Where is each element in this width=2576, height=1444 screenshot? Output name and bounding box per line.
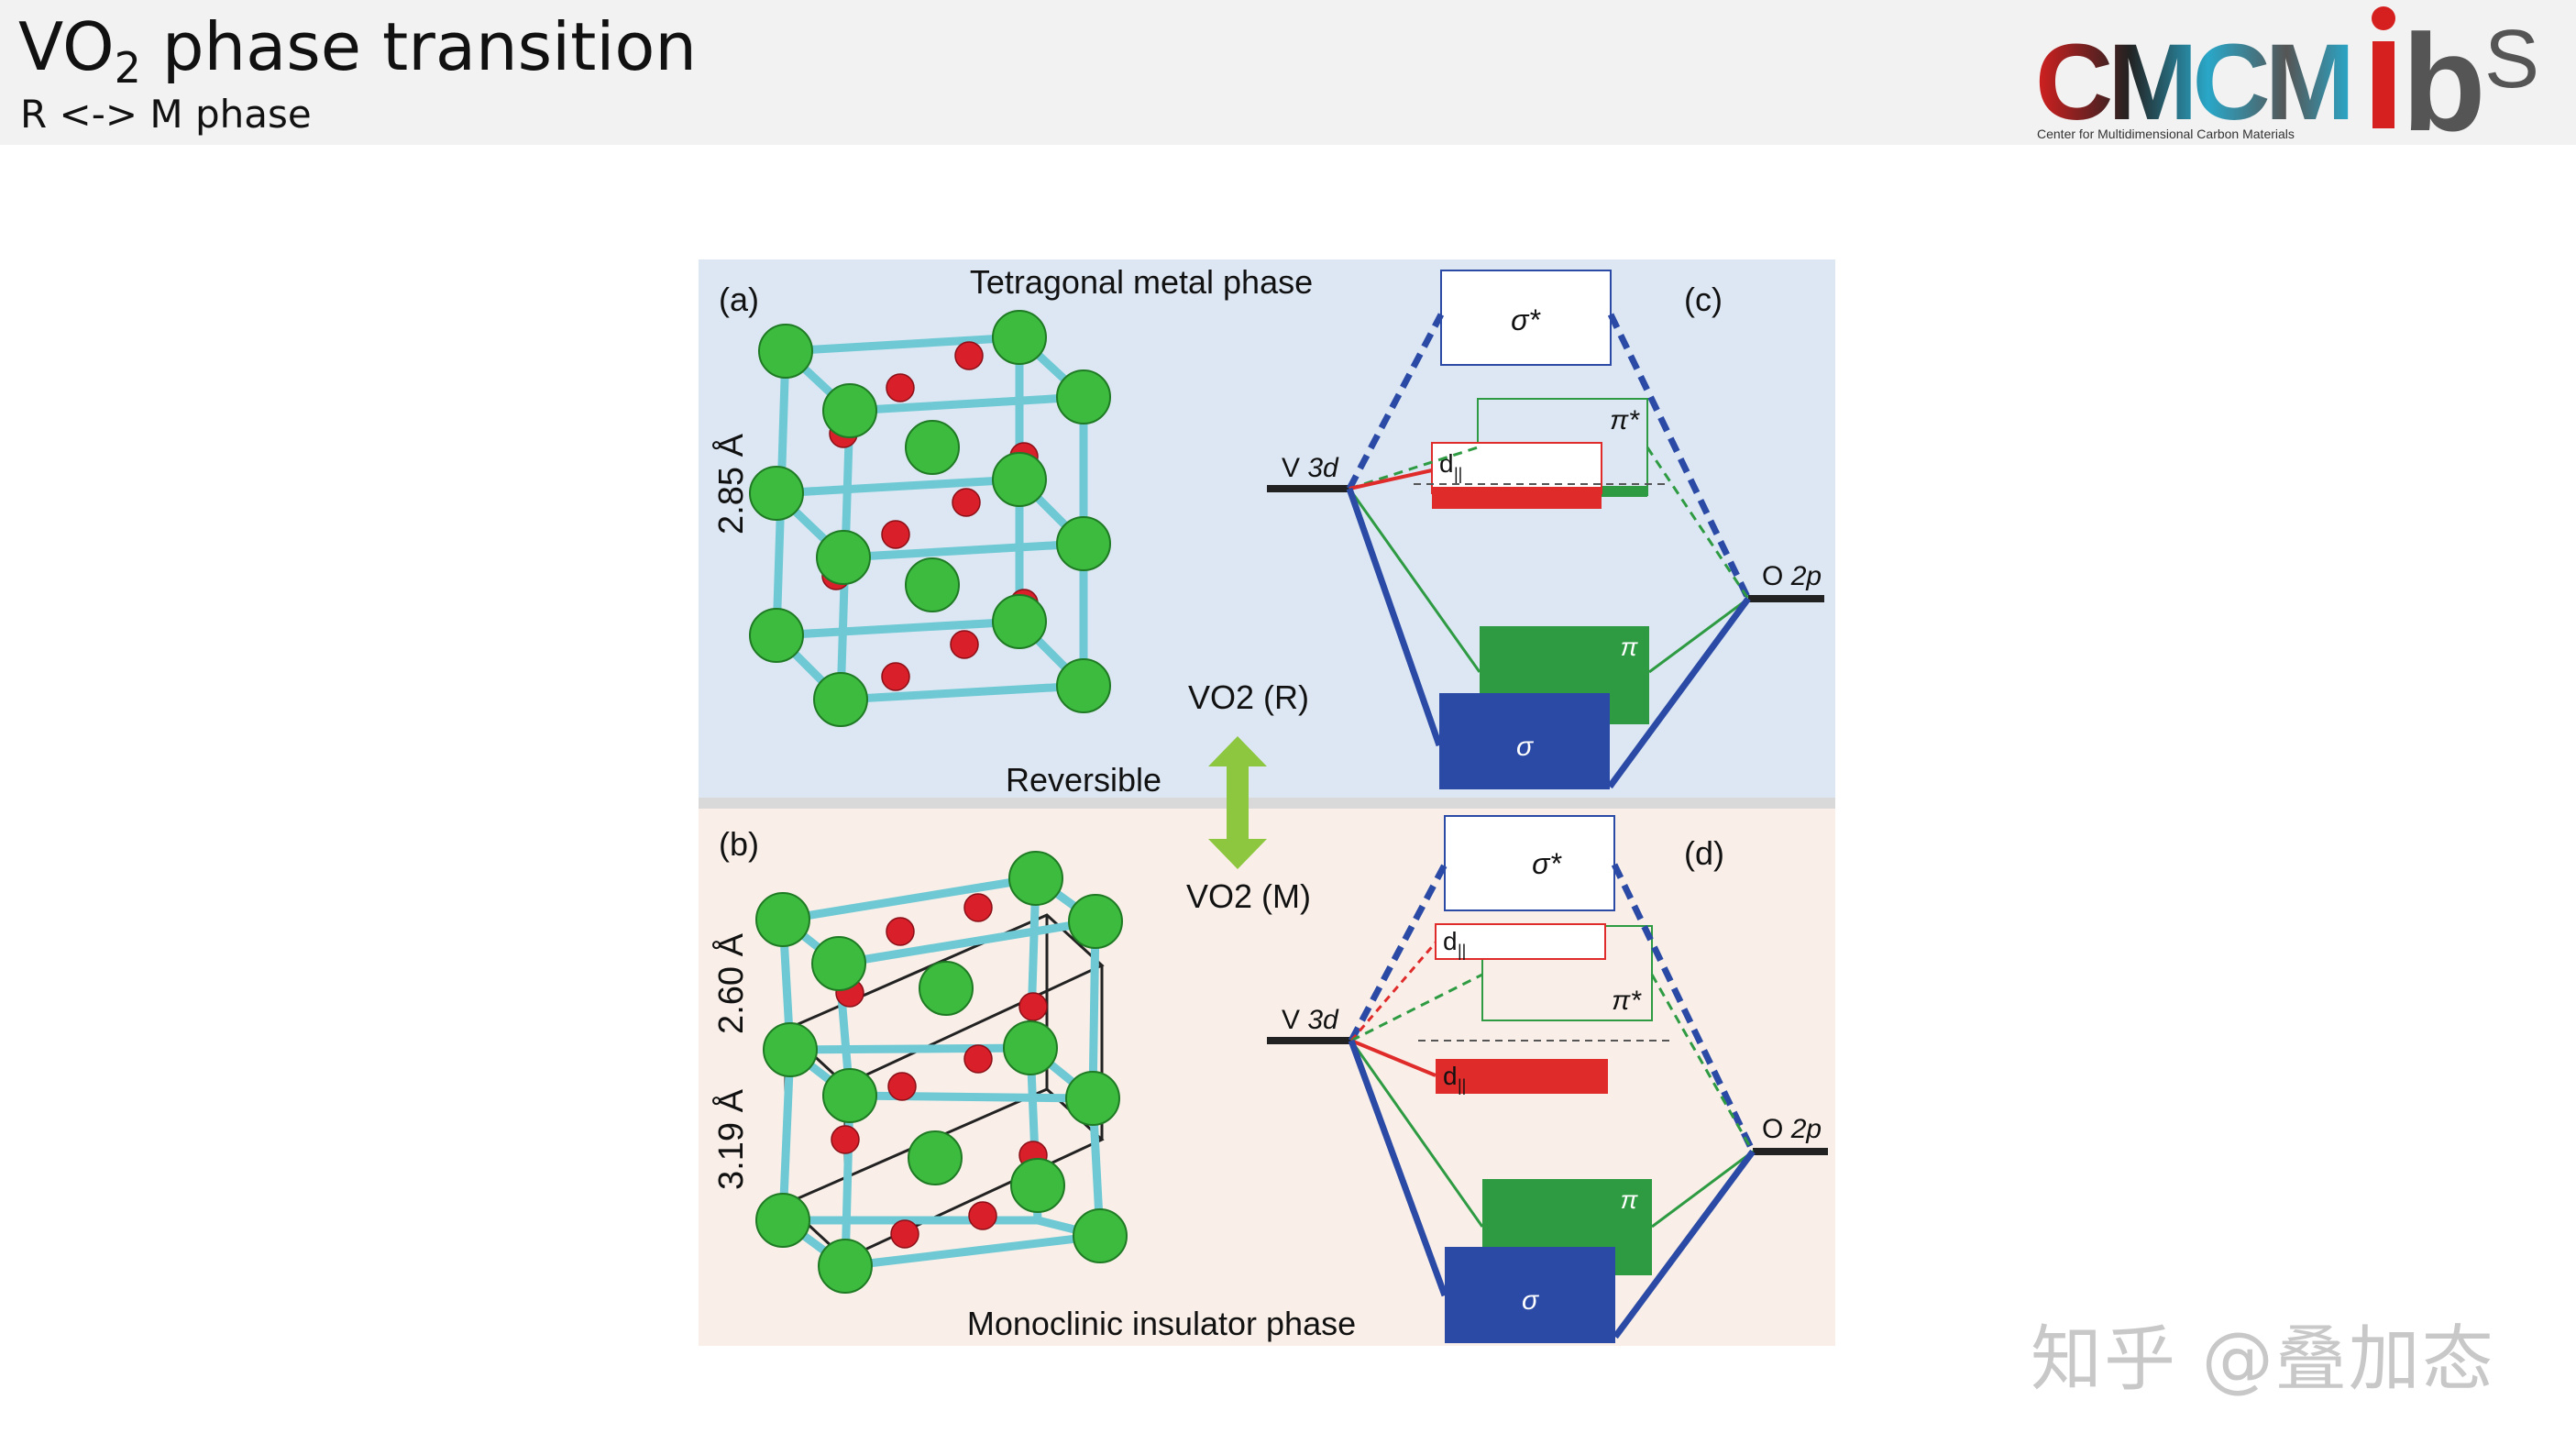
reversible-arrow <box>1208 736 1267 869</box>
distance-2-85-label: 2.85 Å <box>710 433 751 535</box>
pi-label-d: π <box>1621 1185 1639 1214</box>
band-diagram-insulator: σ* π* d || d || π σ V 3d O 2p <box>1267 815 1828 1343</box>
ibs-logo-b: b <box>2402 6 2486 145</box>
pi-star-label-c: π* <box>1610 405 1640 435</box>
ibs-logo-dot <box>2372 6 2395 30</box>
top-panel-background <box>699 259 1835 800</box>
o2p-label-d: O 2p <box>1762 1114 1822 1144</box>
cmcm-logo-caption: Center for Multidimensional Carbon Mater… <box>2037 127 2295 141</box>
sigma-star-band-d <box>1444 815 1615 911</box>
d-parallel-upper-band-d <box>1435 923 1606 960</box>
band-diagram-metal: σ* π* d || π σ V 3d O 2p <box>1267 270 1824 789</box>
vo2-figure: Tetragonal metal phase (a) (c) <box>699 259 1835 1346</box>
ibs-logo-i <box>2372 41 2394 128</box>
rutile-atoms <box>749 310 1111 727</box>
v3d-label-d: V 3d <box>1282 1005 1339 1035</box>
sigma-label-d: σ <box>1522 1285 1540 1316</box>
panel-a-label: (a) <box>719 281 759 318</box>
panel-d-label: (d) <box>1684 834 1724 872</box>
sigma-band-c <box>1439 693 1610 789</box>
d-parallel-subscript-c: || <box>1454 465 1462 483</box>
d-parallel-label-c: d <box>1439 449 1454 478</box>
sigma-band-d <box>1445 1247 1615 1343</box>
monoclinic-insulator-phase-label: Monoclinic insulator phase <box>967 1305 1356 1342</box>
distance-2-60-label: 2.60 Å <box>710 932 751 1034</box>
reversible-label: Reversible <box>1006 761 1161 799</box>
cmcm-logo: CMCM Center for Multidimensional Carbon … <box>2035 22 2355 143</box>
pi-label-c: π <box>1621 633 1639 661</box>
v3d-label-c: V 3d <box>1282 453 1339 483</box>
o2p-label-c: O 2p <box>1762 561 1822 591</box>
d-parallel-upper-label-d: d <box>1443 927 1458 955</box>
vo2-r-label: VO2 (R) <box>1188 678 1309 716</box>
slide-title: VO2 phase transition <box>18 8 698 93</box>
slide-header: VO2 phase transition R <-> M phase CMCM … <box>0 0 2576 160</box>
tetragonal-metal-phase-label: Tetragonal metal phase <box>970 263 1313 301</box>
logo-area: CMCM Center for Multidimensional Carbon … <box>2031 0 2576 160</box>
d-parallel-filled-c <box>1432 487 1602 509</box>
panel-divider <box>699 798 1835 809</box>
vo2-m-label: VO2 (M) <box>1186 877 1311 915</box>
ibs-logo-s: S <box>2484 14 2539 105</box>
watermark: 知乎 @叠加态 <box>2031 1318 2495 1401</box>
slide-subtitle: R <-> M phase <box>20 92 312 137</box>
d-parallel-lower-label-d: d <box>1443 1062 1458 1090</box>
d-parallel-lower-subscript-d: || <box>1458 1076 1466 1095</box>
sigma-star-band-c <box>1440 270 1612 366</box>
sigma-label-c: σ <box>1516 732 1535 762</box>
d-parallel-upper-subscript-d: || <box>1458 942 1466 960</box>
ibs-logo: b S <box>2372 6 2539 160</box>
panel-b-label: (b) <box>719 825 759 863</box>
pi-star-label-d: π* <box>1612 986 1642 1016</box>
cmcm-logo-text: CMCM <box>2035 22 2350 143</box>
sigma-star-label-c: σ* <box>1511 303 1541 336</box>
panel-c-label: (c) <box>1684 281 1723 318</box>
monoclinic-atoms <box>755 851 1128 1294</box>
d-parallel-lower-band-d <box>1436 1059 1608 1094</box>
distance-3-19-label: 3.19 Å <box>710 1088 751 1190</box>
sigma-star-label-d: σ* <box>1532 847 1562 880</box>
